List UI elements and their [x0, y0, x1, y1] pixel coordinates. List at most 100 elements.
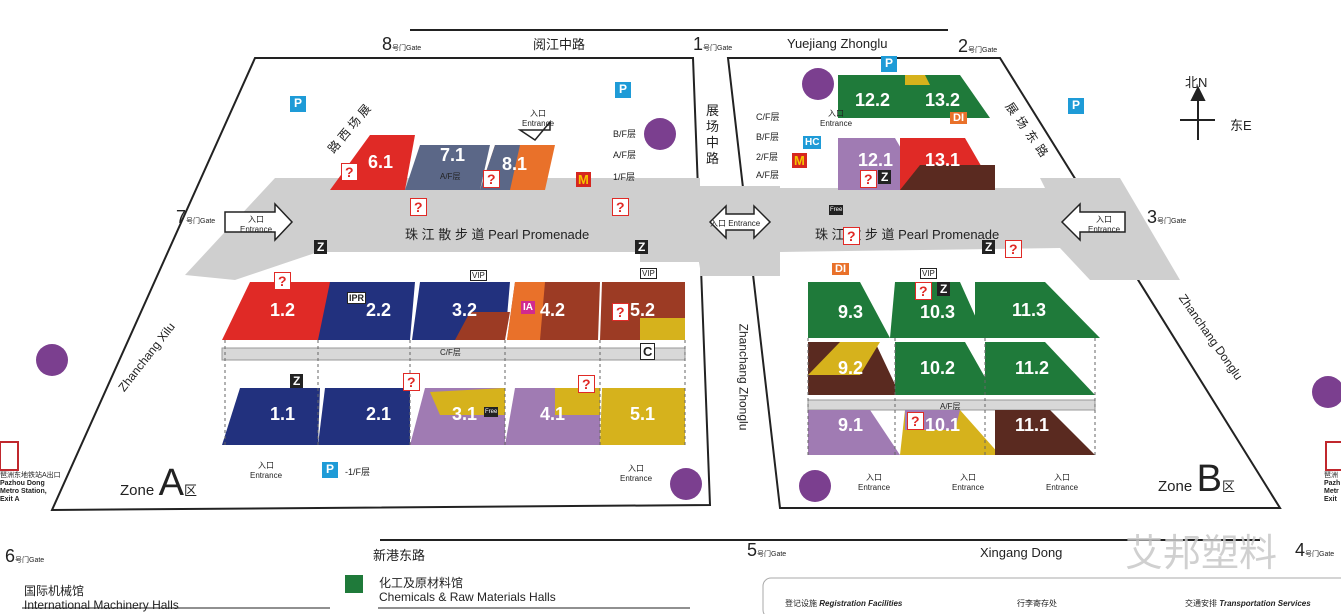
- parking-icons: [290, 56, 1084, 478]
- hall-label-4-2[interactable]: 4.2: [540, 300, 566, 320]
- road-top-right: Yuejiang Zhonglu: [787, 36, 888, 51]
- hall-label-10-1[interactable]: 10.1: [925, 415, 961, 435]
- hall-label-13-1[interactable]: 13.1: [925, 150, 961, 170]
- metro-right-en2: Metr: [1324, 488, 1339, 495]
- hall-label-9-2[interactable]: 9.2: [838, 358, 864, 378]
- hall-label-9-1[interactable]: 9.1: [838, 415, 864, 435]
- hall-label-1-1[interactable]: 1.1: [270, 404, 296, 424]
- gate-1-num: 1: [693, 34, 704, 54]
- hall-label-10-2[interactable]: 10.2: [920, 358, 956, 378]
- legend-transport-cn: 交通安排: [1185, 599, 1217, 608]
- gate-4-num: 4: [1295, 540, 1306, 560]
- floor-af-top: A/F层: [613, 150, 637, 160]
- legend-chem-cn: 化工及原材料馆: [379, 576, 464, 590]
- hall-label-11-2[interactable]: 11.2: [1015, 358, 1050, 378]
- info-icon-13[interactable]: ?: [907, 412, 924, 430]
- hall-label-5-2[interactable]: 5.2: [630, 300, 656, 320]
- entrance-cn-3: 入口: [530, 109, 547, 118]
- zone-a-label: Zone A区: [120, 462, 197, 505]
- info-icon-7[interactable]: ?: [403, 373, 420, 391]
- hall-1-2[interactable]: [222, 282, 335, 340]
- legend-machinery-cn: 国际机械馆: [24, 584, 85, 598]
- hall-label-3-2[interactable]: 3.2: [452, 300, 478, 320]
- entrance-cn-4: 入口: [258, 461, 275, 470]
- legend-registration-en: Registration Facilities: [819, 599, 903, 608]
- zone-b-outline: [726, 57, 1282, 509]
- z-icon-6: Z: [937, 282, 951, 296]
- info-icon-3[interactable]: ?: [410, 198, 427, 216]
- entrance-arrows: [224, 119, 1126, 242]
- gate-4-cn: 号门: [1305, 551, 1320, 558]
- hall-1-1[interactable]: [222, 388, 320, 445]
- hall-label-9-3[interactable]: 9.3: [838, 302, 864, 322]
- info-icon-1[interactable]: ?: [341, 163, 358, 181]
- legend-transport: 交通安排 Transportation Services: [1185, 598, 1311, 609]
- promenade-left: [185, 178, 700, 280]
- info-icon-5[interactable]: ?: [274, 272, 291, 290]
- hall-label-6-1[interactable]: 6.1: [368, 152, 394, 172]
- info-icon-6[interactable]: ?: [612, 303, 629, 321]
- info-icon-9[interactable]: ?: [843, 227, 860, 245]
- gate-3-cn: 号门: [1157, 218, 1172, 225]
- info-icon-12[interactable]: ?: [860, 170, 877, 188]
- gate-3-en: Gate: [1171, 218, 1187, 225]
- gate-8-cn: 号门: [392, 45, 407, 52]
- hall-9-1[interactable]: [808, 410, 900, 455]
- hall-label-13-2[interactable]: 13.2: [925, 90, 961, 110]
- promenade-right-en: Pearl Promenade: [898, 227, 1000, 242]
- vip-badge-2: VIP: [640, 268, 657, 279]
- info-icon-10[interactable]: ?: [1005, 240, 1022, 258]
- hall-label-11-3[interactable]: 11.3: [1012, 300, 1047, 320]
- hall-label-5-1[interactable]: 5.1: [630, 404, 656, 424]
- hall-label-11-1[interactable]: 11.1: [1015, 415, 1050, 435]
- road-bottom-left: 新港东路: [373, 548, 426, 563]
- legend-chem-swatch: [345, 575, 363, 593]
- info-icon-4[interactable]: ?: [612, 198, 629, 216]
- hall-11-1[interactable]: [995, 410, 1095, 455]
- hall-13-2[interactable]: [895, 75, 990, 118]
- entrance-en-1: Entrance: [240, 225, 273, 234]
- floor-c-letter: C: [640, 343, 656, 360]
- hall-label-3-1[interactable]: 3.1: [452, 404, 478, 424]
- hall-2-2[interactable]: [318, 282, 415, 340]
- hall-label-10-3[interactable]: 10.3: [920, 302, 956, 322]
- hall-9-3[interactable]: [808, 282, 890, 338]
- hall-label-7-1[interactable]: 7.1: [440, 145, 466, 165]
- hall-2-1[interactable]: [318, 388, 410, 445]
- mcdonalds-icon-2: M: [792, 153, 807, 168]
- metro-left-en3: Exit A: [0, 496, 20, 503]
- entrance-en-5: Entrance: [620, 474, 653, 483]
- hall-5-1[interactable]: [600, 388, 685, 445]
- z-icon-4: Z: [982, 240, 996, 254]
- road-center-cn-2: 场: [706, 119, 720, 134]
- parking-label-2: P: [619, 82, 628, 96]
- legend-transport-en: Transportation Services: [1219, 599, 1311, 608]
- zone-a-cn: 区: [184, 483, 198, 498]
- hall-label-12-2[interactable]: 12.2: [855, 90, 891, 110]
- info-icon-11[interactable]: ?: [915, 282, 932, 300]
- hall-label-1-2[interactable]: 1.2: [270, 300, 296, 320]
- hall-7-1[interactable]: [405, 145, 490, 190]
- compass-icon: [1180, 85, 1215, 140]
- info-icon-2[interactable]: ?: [483, 170, 500, 188]
- watermark: 艾邦塑料: [1125, 531, 1278, 575]
- hall-label-2-1[interactable]: 2.1: [366, 404, 392, 424]
- hall-10-2[interactable]: [895, 342, 995, 395]
- hall-label-12-1[interactable]: 12.1: [858, 150, 894, 170]
- hall-11-3[interactable]: [975, 282, 1100, 338]
- info-icon-8[interactable]: ?: [578, 375, 595, 393]
- hall-10-3[interactable]: [890, 282, 985, 338]
- hall-label-4-1[interactable]: 4.1: [540, 404, 566, 424]
- hall-label-8-1[interactable]: 8.1: [502, 154, 528, 174]
- hall-label-2-2[interactable]: 2.2: [366, 300, 392, 320]
- gate-6-en: Gate: [29, 557, 45, 564]
- hall-11-2[interactable]: [985, 342, 1095, 395]
- parking-label-1: P: [294, 96, 303, 110]
- metro-right-en1: Pazh: [1324, 480, 1341, 487]
